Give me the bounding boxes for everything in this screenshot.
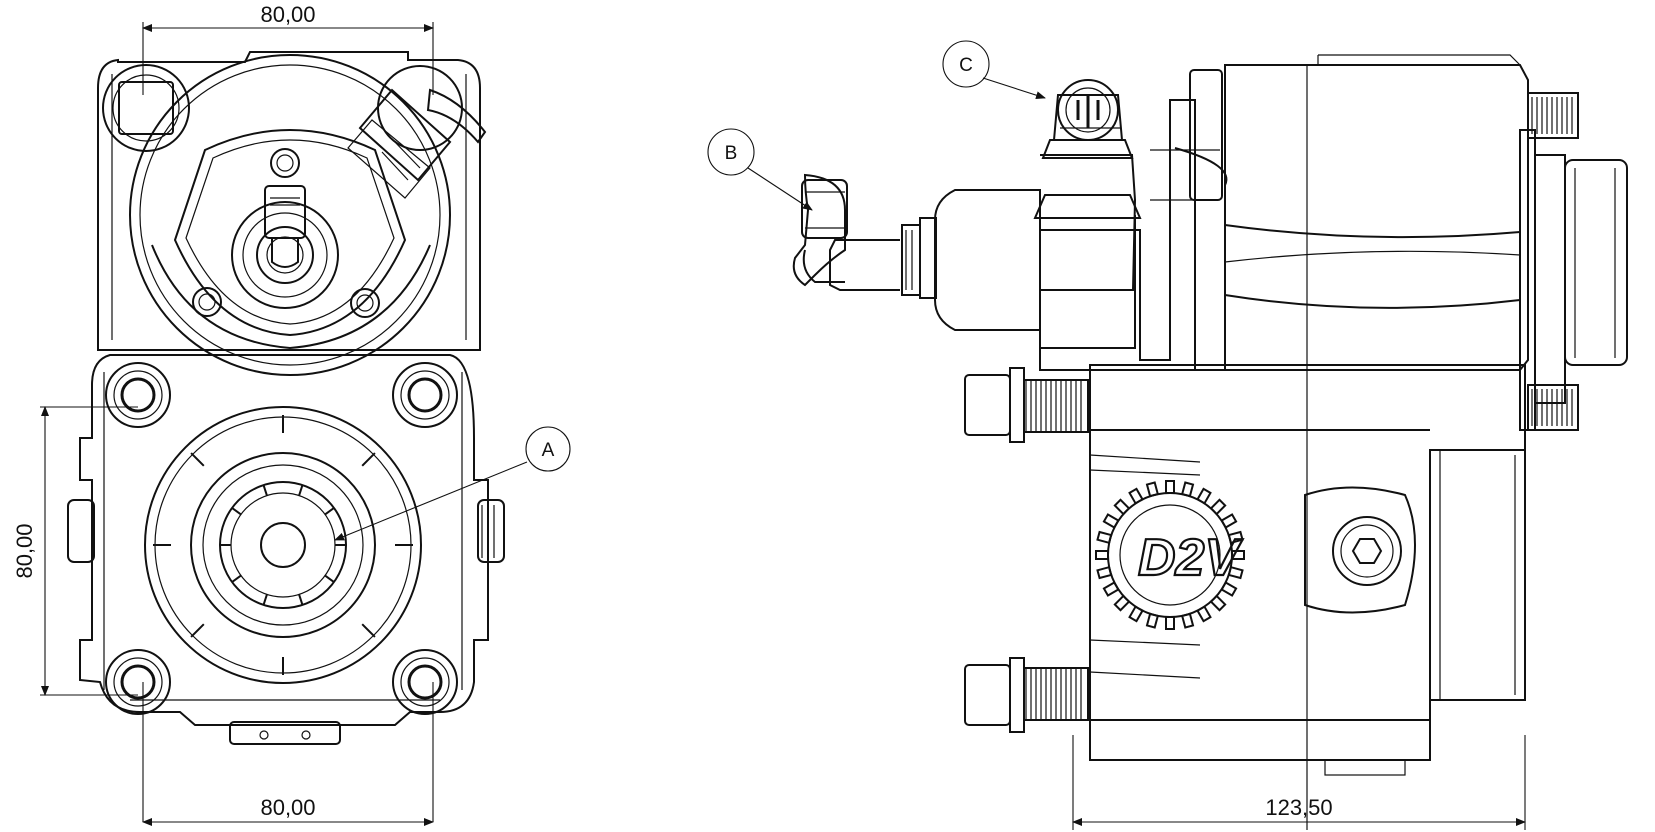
top-left-plug <box>102 64 190 152</box>
side-view: D2V <box>792 54 1628 830</box>
callout-c: C <box>942 40 1046 100</box>
front-view <box>67 51 505 745</box>
dim-top-width-text: 80,00 <box>260 2 315 27</box>
dimension-top-width: 80,00 <box>142 2 434 95</box>
left-stud-lower <box>964 657 1089 733</box>
corner-bolt-top-left <box>105 362 171 428</box>
dimension-front-height: 80,00 <box>12 406 138 696</box>
elbow-fitting <box>792 173 848 287</box>
callout-b: B <box>707 128 813 211</box>
splined-shaft <box>144 406 422 684</box>
dimension-side-length: 123,50 <box>1072 735 1526 830</box>
logo-text: D2V <box>1138 529 1243 587</box>
sensor-port <box>347 65 487 199</box>
dim-front-height-text: 80,00 <box>12 523 37 578</box>
dim-side-length-text: 123,50 <box>1265 795 1332 820</box>
dim-bottom-width-text: 80,00 <box>260 795 315 820</box>
pressure-sensor <box>1033 79 1142 349</box>
callout-b-label: B <box>725 143 738 164</box>
valve-body <box>829 189 1041 331</box>
corner-bolt-top-right <box>392 362 458 428</box>
right-stud-lower <box>1527 384 1579 431</box>
dimension-bottom-width: 80,00 <box>142 682 434 826</box>
callout-c-label: C <box>959 55 973 76</box>
gear-logo: D2V <box>1095 480 1245 630</box>
left-stud-upper <box>964 367 1089 443</box>
callout-a: A <box>334 426 571 541</box>
flange-bolt-left <box>192 287 222 317</box>
right-stud-upper <box>1527 92 1579 139</box>
corner-bolt-bottom-right <box>392 649 458 715</box>
corner-bolt-bottom-left <box>105 649 171 715</box>
flange-bolt-right <box>350 288 380 318</box>
callout-a-label: A <box>542 440 555 461</box>
housing-bolt <box>1332 516 1402 586</box>
flange-bolt-top <box>270 148 300 178</box>
